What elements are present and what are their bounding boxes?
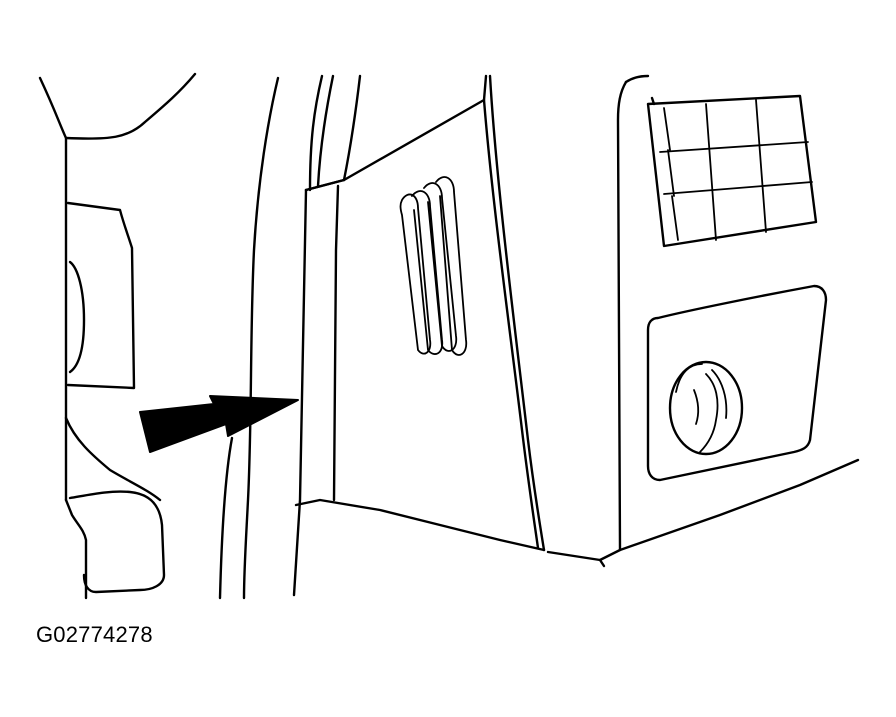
cover-slots xyxy=(399,176,468,356)
lower-dash-panel xyxy=(218,74,362,600)
indicator-arrow-icon xyxy=(139,395,299,453)
control-knob-icon xyxy=(668,360,744,456)
figure-code: G02774278 xyxy=(36,622,153,647)
steering-column-trim xyxy=(38,72,197,600)
air-vent-grille xyxy=(646,94,818,248)
instrument-panel xyxy=(546,74,860,568)
fuse-panel-cover xyxy=(292,74,546,597)
control-knob-panel xyxy=(646,284,828,482)
